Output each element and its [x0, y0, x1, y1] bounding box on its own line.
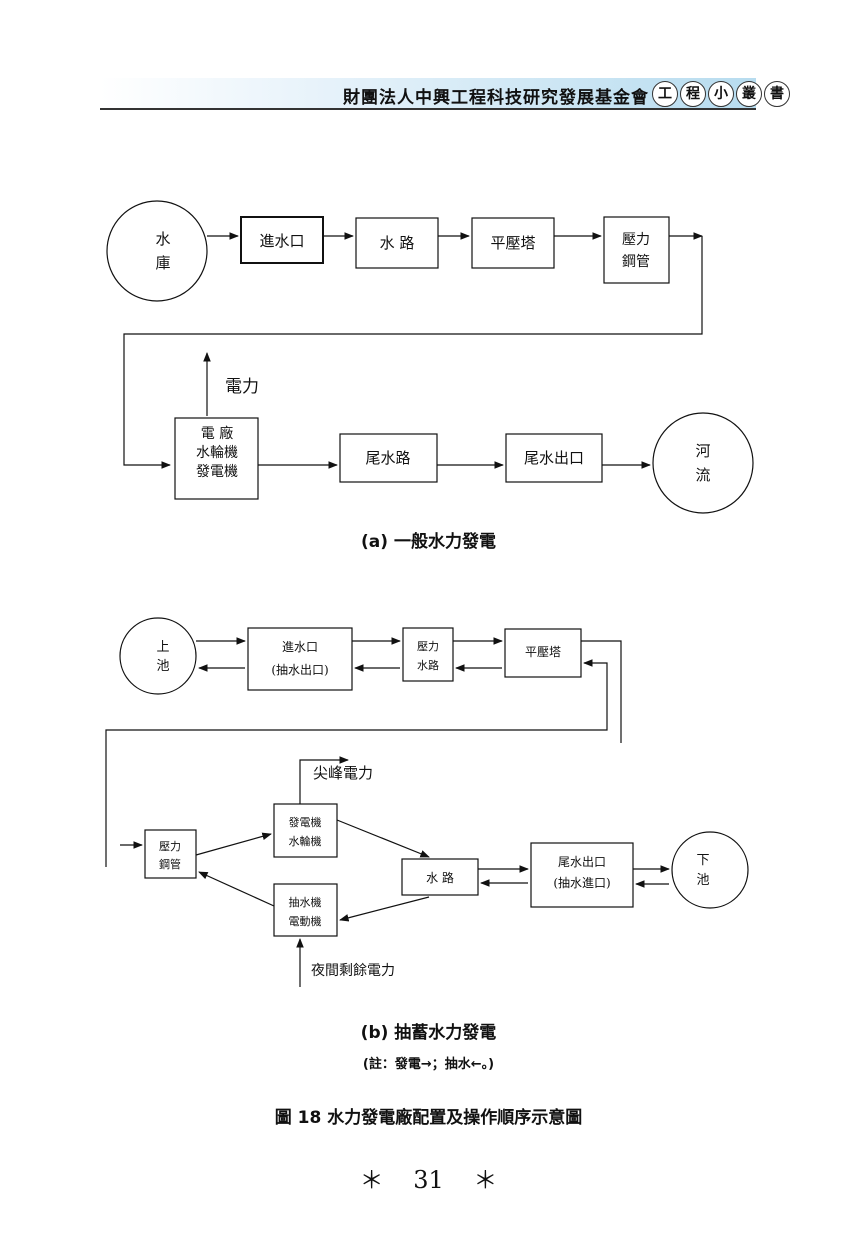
node-tailrace-outlet-label: 尾水出口: [558, 855, 606, 869]
node-upper-pond-label: 上: [156, 640, 169, 655]
node-turbine-generator: [273, 803, 338, 858]
node-lower-pond-label: 下: [696, 853, 709, 868]
node-intake-sublabel: (抽水出口): [271, 663, 328, 677]
series-badge: 程: [680, 81, 706, 107]
node-lower-pond-label: 池: [696, 873, 709, 888]
node-intake-label: 進水口: [282, 640, 318, 654]
node-surge-tank: [504, 628, 582, 678]
node-river-label: 河: [695, 442, 710, 460]
node-penstock-label: 鋼管: [622, 254, 650, 270]
header-title: 財團法人中興工程科技研究發展基金會: [343, 88, 649, 108]
node-waterway-label: 水 路: [426, 870, 454, 885]
node-intake: [240, 216, 324, 264]
series-badge: 叢: [736, 81, 762, 107]
series-badge: 小: [708, 81, 734, 107]
node-intake: [247, 627, 353, 691]
node-pump-motor: [273, 883, 338, 937]
node-penstock: [144, 829, 197, 879]
node-generator-label: 電 廠: [201, 425, 233, 442]
node-penstock-label: 壓力: [622, 232, 650, 248]
node-tailrace-outlet-sublabel: (抽水進口): [553, 876, 610, 890]
node-reservoir-label: 水: [155, 230, 170, 248]
peak-power-label: 尖峰電力: [313, 764, 373, 782]
node-penstock-label: 壓力: [159, 840, 181, 853]
node-surge-tank-label: 平壓塔: [525, 645, 561, 659]
node-penstock: [603, 216, 670, 284]
node-waterway: [355, 217, 439, 269]
node-reservoir-label: 庫: [155, 254, 170, 272]
node-reservoir: [106, 200, 208, 302]
node-tailrace-outlet: [505, 433, 603, 483]
figure-caption: 圖 18 水力發電廠配置及操作順序示意圖: [274, 1108, 583, 1128]
node-pressure-waterway-label: 壓力: [417, 640, 439, 653]
power-output-label: 電力: [225, 377, 259, 397]
page-number: ＊ 31 ＊: [359, 1166, 498, 1194]
caption-note: (註：發電→；抽水←。): [362, 1057, 495, 1072]
node-lower-pond: [671, 831, 749, 909]
series-badges: 工 程 小 叢 書: [652, 81, 790, 107]
node-upper-pond: [119, 617, 197, 695]
node-waterway-label: 水 路: [380, 234, 415, 252]
series-badge: 工: [652, 81, 678, 107]
node-tailrace-outlet-label: 尾水出口: [524, 449, 584, 467]
node-upper-pond-label: 池: [156, 659, 169, 674]
node-tailrace: [339, 433, 438, 483]
node-pump-motor-label: 電動機: [289, 914, 322, 928]
node-turbine-generator-label: 發電機: [289, 815, 322, 829]
caption-b: (b) 抽蓄水力發電: [360, 1023, 497, 1043]
caption-a: (a) 一般水力發電: [361, 532, 496, 552]
node-intake-label: 進水口: [259, 232, 304, 250]
node-pressure-waterway: [402, 627, 454, 682]
node-generator-label: 發電機: [196, 464, 238, 480]
node-turbine-generator-label: 水輪機: [289, 834, 322, 848]
node-generator-label: 水輪機: [196, 444, 238, 461]
night-power-label: 夜間剩餘電力: [311, 962, 395, 979]
node-tailrace-label: 尾水路: [365, 449, 410, 467]
diagram-a: 水 庫 進水口 水 路 平壓塔 壓力 鋼管 電 廠 水輪機 發電機 電力: [106, 200, 754, 514]
node-generator: [174, 417, 259, 500]
node-pressure-waterway-label: 水路: [417, 659, 439, 672]
node-river: [652, 412, 754, 514]
header-rule: [100, 108, 756, 110]
node-penstock-label: 鋼管: [159, 857, 181, 871]
node-surge-tank: [471, 217, 555, 269]
node-surge-tank-label: 平壓塔: [490, 234, 535, 252]
node-waterway: [401, 858, 479, 896]
node-river-label: 流: [695, 466, 710, 484]
node-pump-motor-label: 抽水機: [289, 895, 322, 909]
diagram-b: 上 池 進水口 (抽水出口) 壓力 水路 平壓塔 壓力 鋼管 發電機 水: [105, 617, 749, 987]
series-badge: 書: [764, 81, 790, 107]
header-band: [100, 78, 756, 108]
node-tailrace-outlet: [530, 842, 634, 908]
